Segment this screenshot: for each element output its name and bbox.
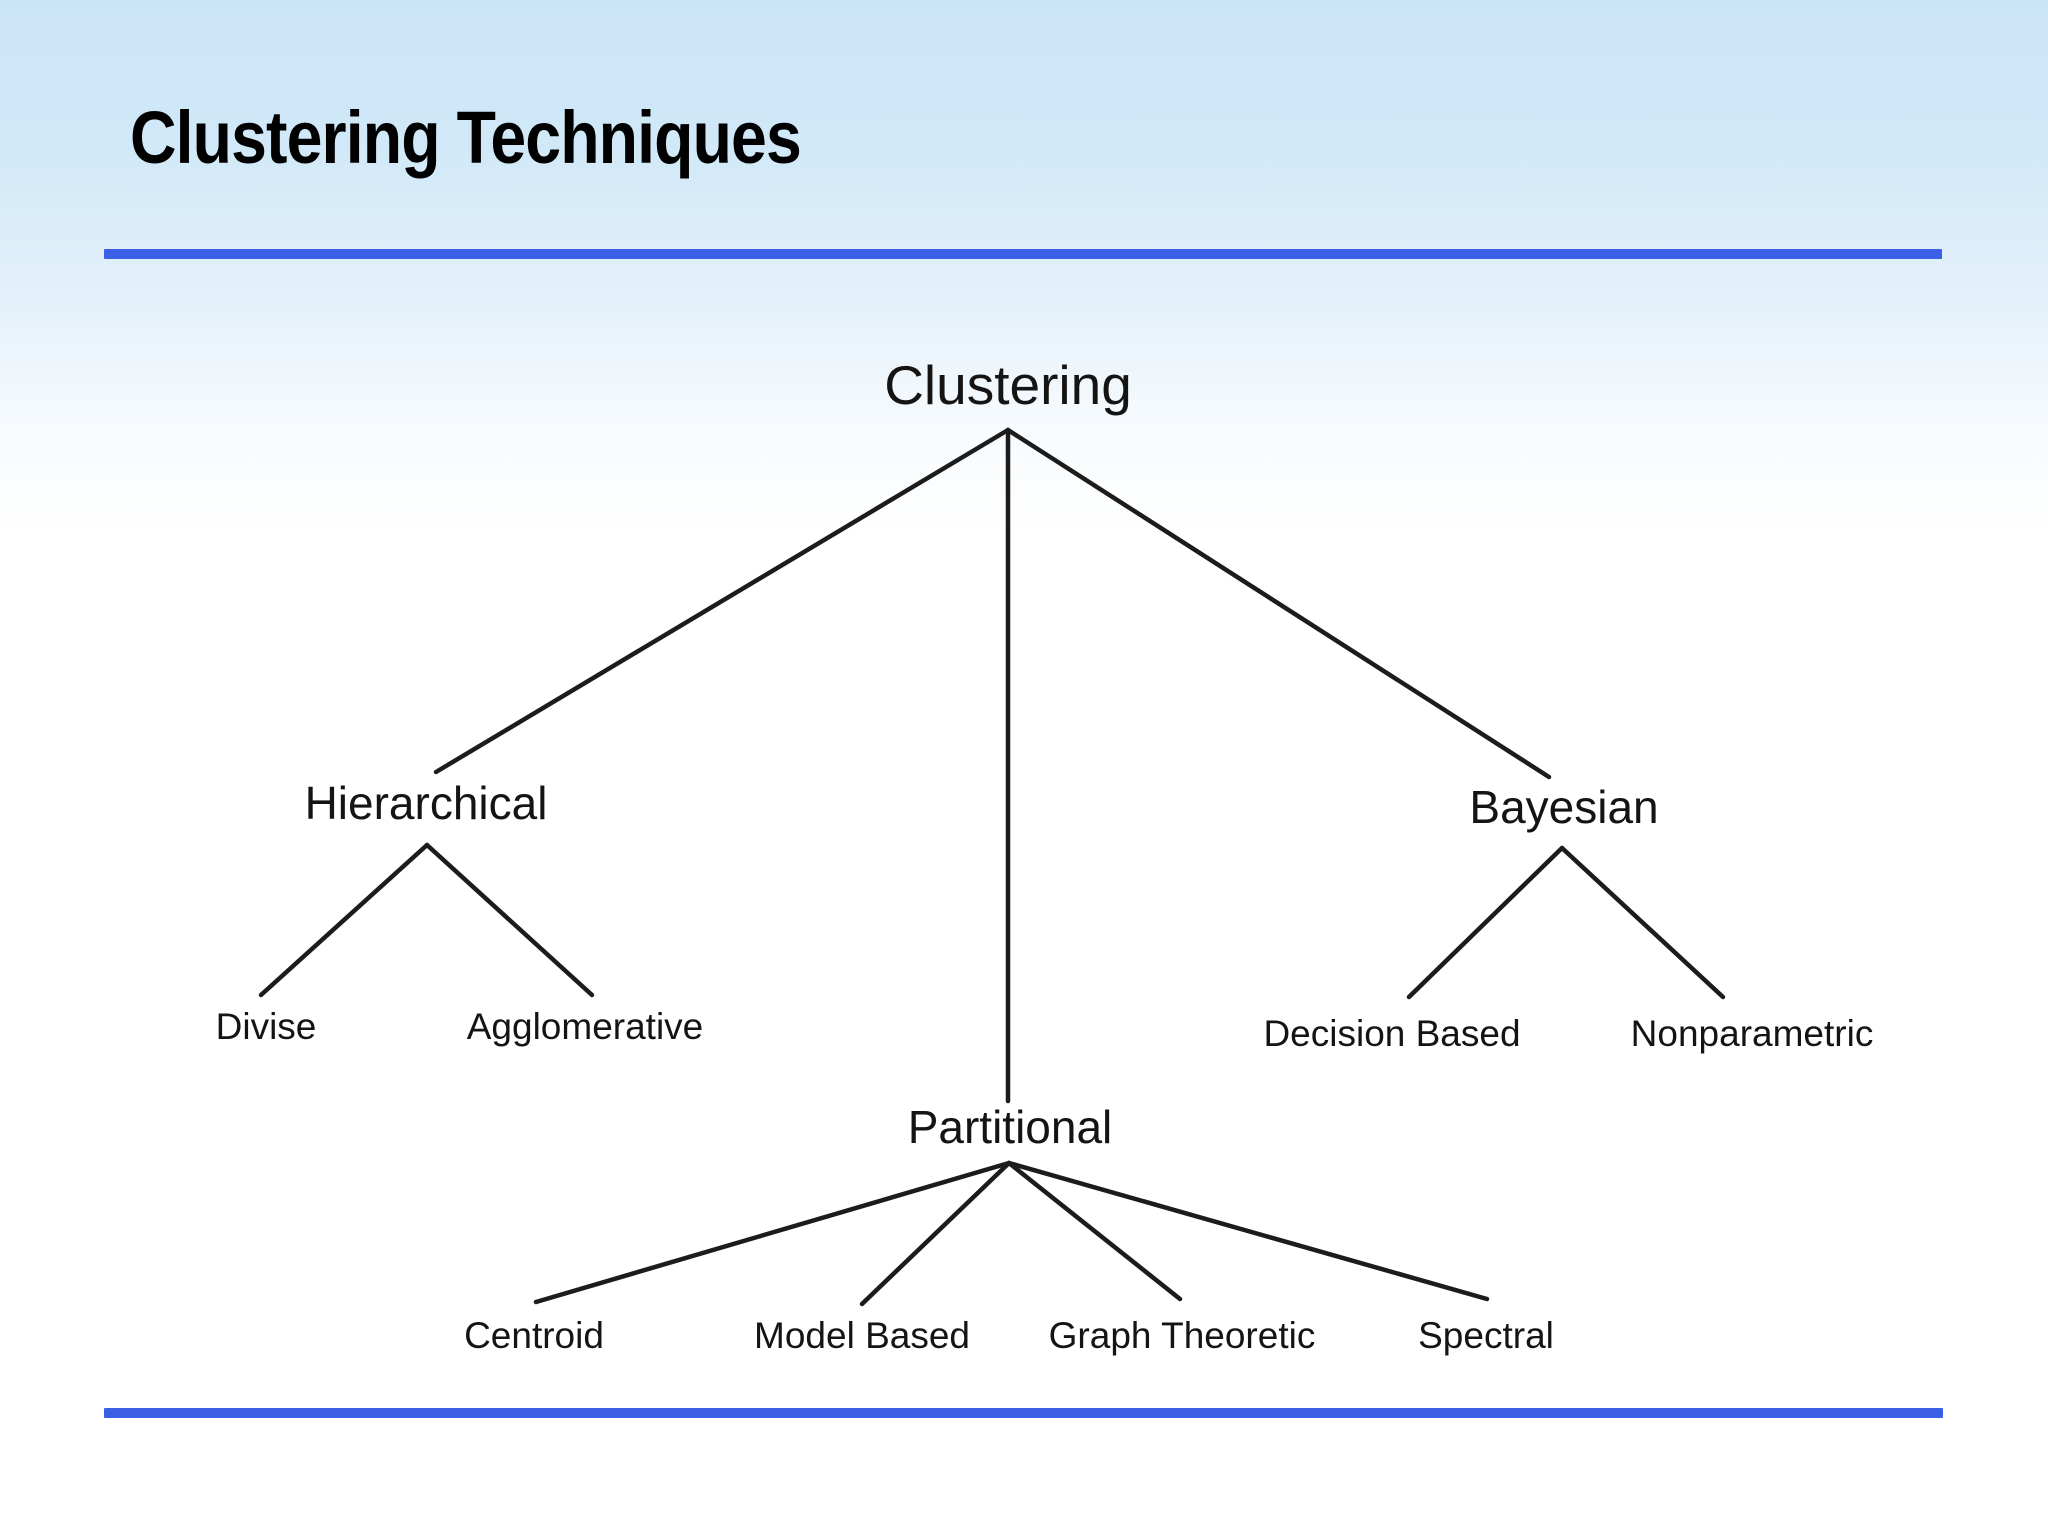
edge-bayesian-nonparametric bbox=[1559, 845, 1726, 1000]
edge-partitional-model-based bbox=[859, 1160, 1012, 1307]
top-divider-rule bbox=[104, 249, 1942, 259]
edge-hierarchical-divise bbox=[258, 842, 430, 998]
bottom-divider-rule bbox=[104, 1408, 1943, 1418]
edge-partitional-graph-theoretic bbox=[1006, 1160, 1183, 1302]
node-agglomerative: Agglomerative bbox=[466, 1006, 704, 1047]
node-clustering: Clustering bbox=[884, 354, 1132, 416]
edge-partitional-spectral bbox=[1006, 1160, 1490, 1302]
node-hierarchical: Hierarchical bbox=[304, 777, 548, 829]
edge-hierarchical-agglomerative bbox=[424, 842, 595, 998]
node-model-based: Model Based bbox=[754, 1315, 970, 1356]
node-nonparametric: Nonparametric bbox=[1630, 1013, 1874, 1054]
edge-partitional-centroid bbox=[533, 1160, 1012, 1305]
slide-title: Clustering Techniques bbox=[130, 96, 802, 179]
node-bayesian: Bayesian bbox=[1469, 781, 1659, 833]
node-spectral: Spectral bbox=[1418, 1315, 1554, 1356]
node-graph-theoretic: Graph Theoretic bbox=[1048, 1315, 1316, 1356]
edge-clustering-bayesian bbox=[1005, 427, 1552, 780]
node-divise: Divise bbox=[215, 1006, 317, 1047]
node-decision-based: Decision Based bbox=[1263, 1013, 1521, 1054]
node-centroid: Centroid bbox=[464, 1315, 604, 1356]
edge-clustering-hierarchical bbox=[433, 427, 1011, 775]
node-partitional: Partitional bbox=[907, 1101, 1113, 1153]
edge-bayesian-decision-based bbox=[1406, 845, 1565, 1000]
